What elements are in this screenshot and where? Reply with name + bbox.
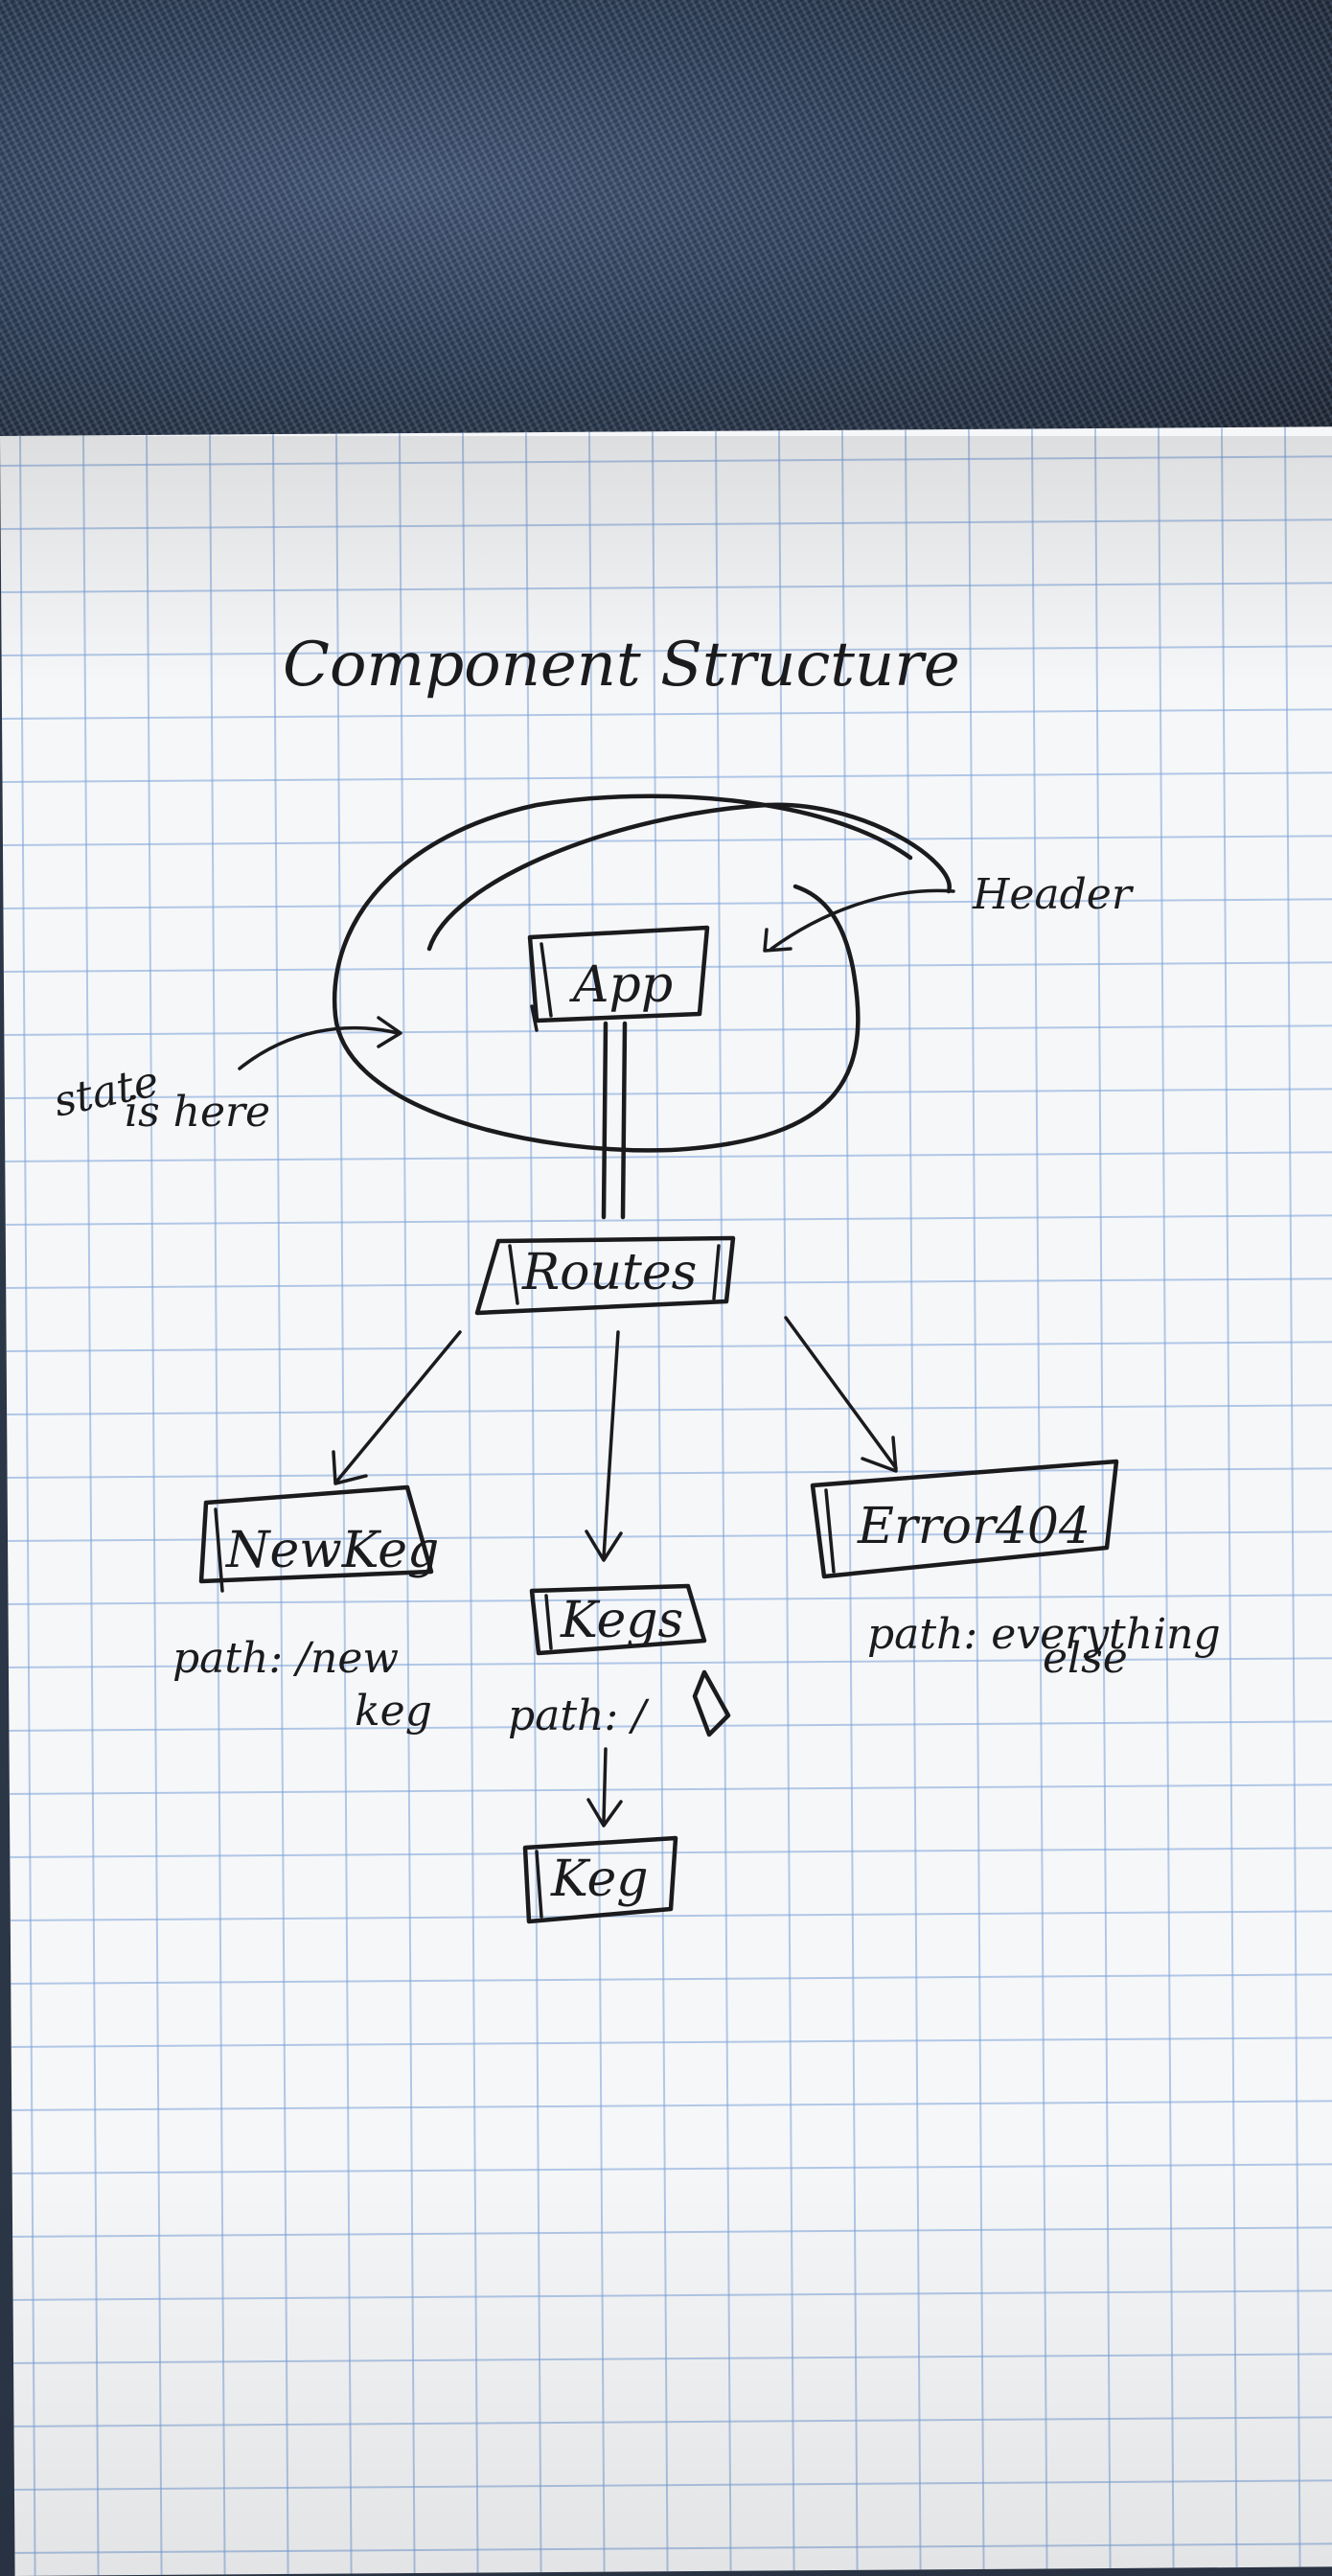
kegs-path: path: / <box>508 1691 650 1740</box>
state-label-line2: is here <box>125 1088 270 1137</box>
header-loop <box>332 794 952 1153</box>
routes-to-kegs-arrow <box>585 1330 623 1562</box>
header-label: Header <box>972 870 1135 919</box>
node-newkeg: NewKeg <box>198 1484 439 1593</box>
newkeg-path-line2: keg <box>355 1687 432 1736</box>
state-arrow <box>238 1016 402 1070</box>
node-error404: Error404 <box>810 1459 1119 1579</box>
diagram-title: Component Structure <box>283 630 960 701</box>
error404-label: Error404 <box>857 1498 1091 1555</box>
routes-to-error404-arrow <box>784 1316 898 1473</box>
header-arrow <box>763 888 955 953</box>
node-keg: Keg <box>522 1835 678 1924</box>
app-label: App <box>569 956 673 1014</box>
routes-to-newkeg-arrow <box>332 1330 462 1485</box>
routes-label: Routes <box>521 1244 697 1301</box>
node-app: App <box>527 925 710 1032</box>
newkeg-path-line1: path: /new <box>172 1634 399 1683</box>
error404-path-line2: else <box>1043 1634 1128 1683</box>
node-routes: Routes <box>474 1235 736 1316</box>
kegs-label: Kegs <box>560 1592 683 1649</box>
newkeg-label: NewKeg <box>224 1522 439 1579</box>
node-kegs: Kegs <box>529 1583 707 1656</box>
fabric-background <box>0 0 1332 460</box>
kegs-to-keg-arrow <box>586 1747 623 1828</box>
keg-label: Keg <box>550 1851 649 1908</box>
error404-path-line1: path: everything <box>867 1610 1221 1659</box>
app-routes-connector <box>601 1021 628 1220</box>
kegs-path-scribble <box>692 1669 731 1737</box>
